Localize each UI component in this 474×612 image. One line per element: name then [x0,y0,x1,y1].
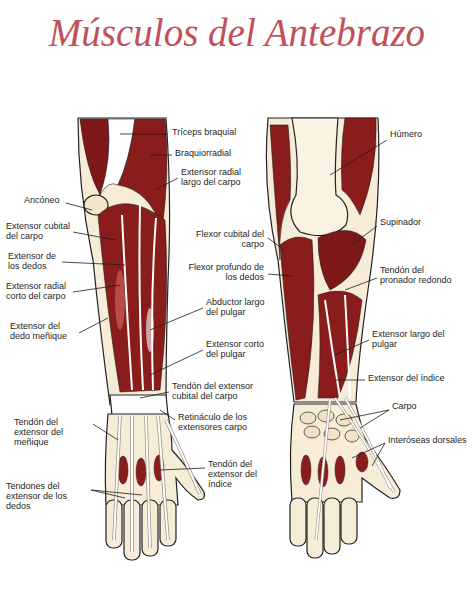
part-label: Flexor cubital del carpo [186,230,264,250]
part-label: Extensor cubital del carpo [6,222,72,242]
part-label: Extensor del índice [368,374,466,384]
part-label: Tendones del extensor de los dedos [6,482,90,512]
part-label: Ancóneo [24,196,68,206]
part-label: Interóseas dorsales [388,436,470,446]
part-label: Tendón del pronador redondo [380,266,462,286]
part-label: Tendón del extensor cubital del carpo [172,382,276,402]
part-label: Braquiorradial [175,149,265,159]
part-label: Extensor del dedo meñique [10,322,78,342]
part-label: Extensor de los dedos [8,252,62,272]
part-label: Tendón del extensor del índice [208,460,282,490]
leader-lines [62,134,389,498]
part-label: Extensor largo del pulgar [372,330,450,350]
part-label: Abductor largo del pulgar [206,298,268,318]
part-label: Tendón del extensor del meñique [14,418,92,448]
part-label: Retináculo de los extensores carpo [178,413,270,433]
part-label: Supinador [380,218,450,228]
part-label: Húmero [390,130,450,140]
part-label: Extensor radial largo del carpo [181,168,253,188]
part-label: Extensor radial corto del carpo [6,282,72,302]
part-label: Flexor profundo de los dedos [184,263,264,283]
part-label: Tríceps braquial [172,128,262,138]
diagram-title: Músculos del Antebrazo [0,10,474,55]
part-label: Extensor corto del pulgar [206,340,268,360]
part-label: Carpo [392,402,442,412]
